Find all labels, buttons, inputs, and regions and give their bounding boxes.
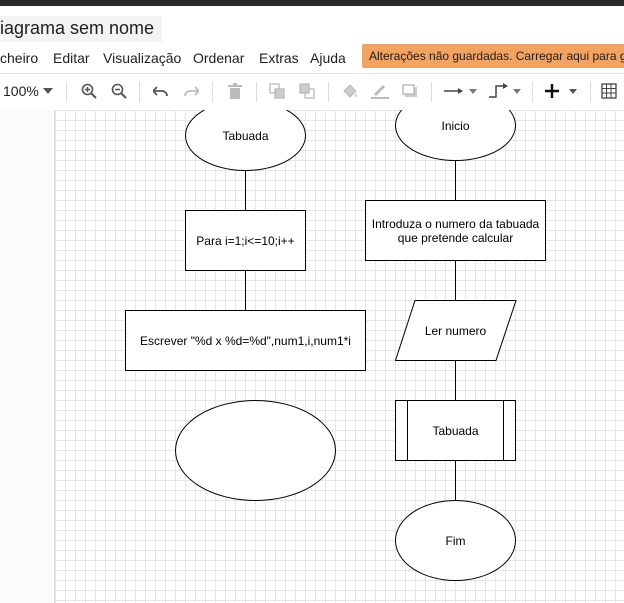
diagram-canvas[interactable]: Tabuada Para i=1;i<=10;i++ Escrever "%d … bbox=[55, 110, 624, 603]
connector-line[interactable] bbox=[455, 260, 456, 300]
menu-ordenar[interactable]: Ordenar bbox=[193, 50, 245, 66]
flow-start-tabuada[interactable]: Tabuada bbox=[185, 110, 306, 171]
insert-icon[interactable] bbox=[544, 80, 580, 102]
menu-extras[interactable]: Extras bbox=[259, 50, 299, 66]
shadow-icon[interactable] bbox=[401, 80, 419, 102]
delete-icon[interactable] bbox=[226, 80, 244, 102]
flow-input-parallelogram[interactable] bbox=[395, 300, 517, 361]
connector-line[interactable] bbox=[455, 360, 456, 400]
flow-input-label: Ler numero bbox=[424, 323, 487, 338]
line-color-icon[interactable] bbox=[371, 80, 389, 102]
toolbar-divider bbox=[328, 82, 329, 102]
toolbar: 100% bbox=[0, 73, 624, 111]
toolbar-divider bbox=[212, 82, 213, 102]
menu-visualizacao[interactable]: Visualização bbox=[103, 50, 182, 66]
fill-color-icon[interactable] bbox=[341, 80, 359, 102]
window-top-bar bbox=[0, 0, 624, 6]
connector-line[interactable] bbox=[455, 160, 456, 200]
toolbar-divider bbox=[256, 82, 257, 102]
toolbar-divider bbox=[431, 82, 432, 102]
toolbar-divider bbox=[532, 82, 533, 102]
toolbar-divider bbox=[66, 82, 67, 102]
shapes-sidebar[interactable] bbox=[0, 110, 55, 603]
redo-icon[interactable] bbox=[182, 80, 200, 102]
flow-prompt-box[interactable]: Introduza o numero da tabuada que preten… bbox=[365, 200, 546, 261]
connector-line[interactable] bbox=[455, 460, 456, 500]
toolbar-divider bbox=[139, 82, 140, 102]
flow-end-fim[interactable]: Fim bbox=[395, 500, 516, 581]
zoom-in-icon[interactable] bbox=[80, 80, 98, 102]
zoom-dropdown-icon[interactable] bbox=[41, 80, 55, 102]
unsaved-changes-notice[interactable]: Alterações não guardadas. Carregar aqui … bbox=[362, 44, 624, 68]
menu-editar[interactable]: Editar bbox=[53, 50, 90, 66]
to-front-icon[interactable] bbox=[268, 80, 286, 102]
table-icon[interactable] bbox=[600, 80, 618, 102]
connector-line[interactable] bbox=[245, 270, 246, 310]
flow-subprocess-box[interactable]: Tabuada bbox=[395, 400, 516, 461]
zoom-level[interactable]: 100% bbox=[3, 83, 39, 99]
flow-loop-box[interactable]: Para i=1;i<=10;i++ bbox=[185, 210, 306, 271]
undo-icon[interactable] bbox=[152, 80, 170, 102]
menu-ficheiro[interactable]: cheiro bbox=[0, 50, 39, 66]
flow-empty-ellipse[interactable] bbox=[175, 400, 336, 501]
diagram-title[interactable]: iagrama sem nome bbox=[0, 18, 155, 38]
waypoints-icon[interactable] bbox=[487, 80, 523, 102]
zoom-out-icon[interactable] bbox=[110, 80, 128, 102]
flow-print-box[interactable]: Escrever "%d x %d=%d",num1,i,num1*i bbox=[125, 310, 366, 371]
flow-start-inicio[interactable]: Inicio bbox=[395, 110, 516, 161]
toolbar-divider bbox=[590, 82, 591, 102]
connector-line[interactable] bbox=[245, 170, 246, 210]
subprocess-left-bar bbox=[407, 400, 408, 461]
connection-icon[interactable] bbox=[443, 80, 479, 102]
subprocess-right-bar bbox=[503, 400, 504, 461]
to-back-icon[interactable] bbox=[298, 80, 316, 102]
menu-ajuda[interactable]: Ajuda bbox=[310, 50, 346, 66]
title-field[interactable] bbox=[0, 16, 162, 42]
menu-bar: cheiro Editar Visualização Ordenar Extra… bbox=[0, 44, 624, 70]
